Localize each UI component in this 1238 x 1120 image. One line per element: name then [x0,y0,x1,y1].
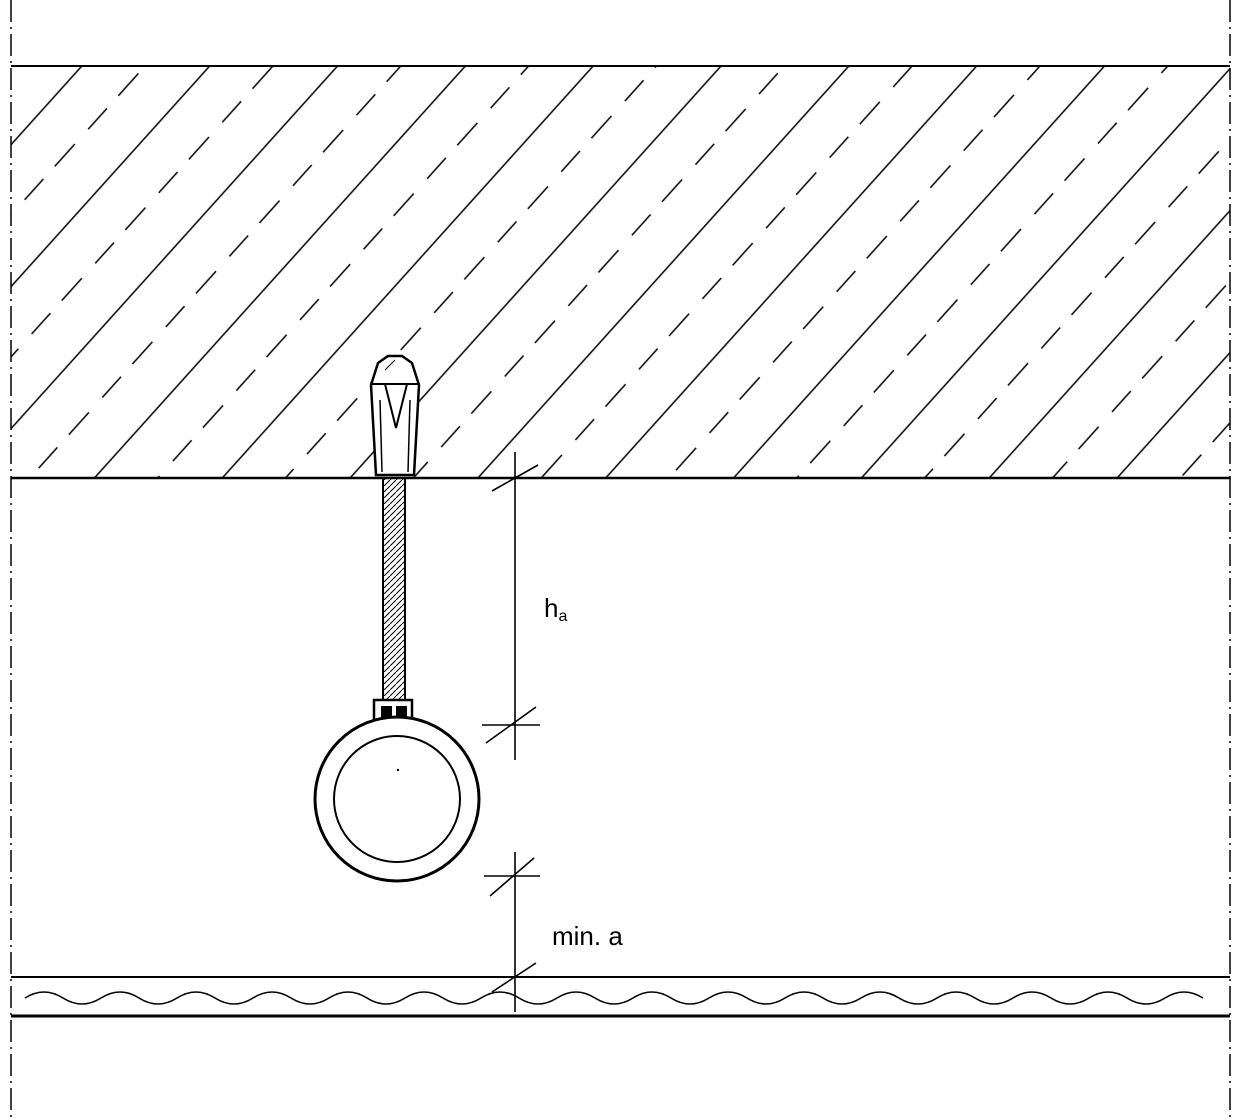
floor-layer [11,976,1230,1018]
threaded-rod [382,477,406,701]
min-a-label: min. a [552,921,623,951]
anchor-plug [369,354,421,477]
ha-label: ha [544,593,567,625]
pipe-section [313,715,481,883]
dimension-line [482,452,540,1012]
floor-wave-line [24,991,1204,1005]
concrete-slab [11,66,1230,478]
